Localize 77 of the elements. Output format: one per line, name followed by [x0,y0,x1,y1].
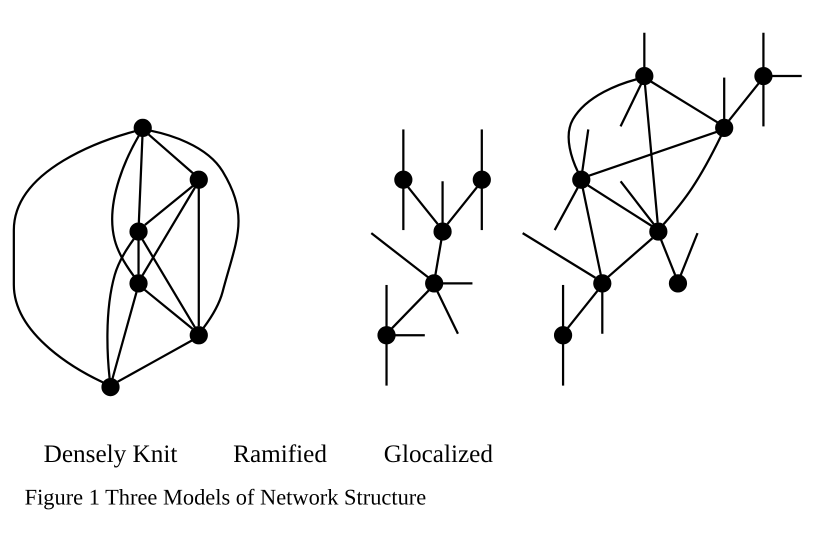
node-circle [472,170,491,189]
connector [442,282,472,285]
connector [568,78,637,172]
connector [601,292,604,334]
connector [620,83,642,127]
connector [644,84,659,223]
label: Ramified [233,440,327,468]
connector [106,238,135,379]
connector [12,130,135,384]
connector [441,181,444,223]
connector [436,290,459,334]
node-circle [101,378,120,396]
connector [660,239,676,276]
connector [728,82,760,122]
connector [662,136,722,226]
caption: Figure 1 Three Models of Network Structure [24,484,426,510]
node-circle [394,170,412,189]
connector [643,32,646,68]
connector [370,232,429,278]
connector [562,284,564,327]
node-circle [635,66,654,86]
connector [762,32,765,68]
connector [587,184,652,227]
connector [480,188,483,230]
connector [111,292,138,379]
node-circle [134,118,152,137]
connector [772,74,802,78]
connector [522,232,596,279]
connector [402,129,404,172]
node-circle [129,222,148,241]
node-circle [668,274,688,293]
connector [407,186,439,225]
connector [144,288,194,330]
connector [582,188,602,276]
node-circle [715,118,734,137]
connector [762,84,765,126]
connector [620,180,655,225]
connector [144,185,194,226]
connector [395,334,425,336]
connector [554,187,579,231]
connector [150,130,240,328]
connector [723,78,726,120]
connector [434,240,442,276]
node-circle [433,222,452,241]
connector [148,134,194,174]
node-circle [425,274,444,293]
node-circle [129,274,148,293]
connector [198,188,200,326]
node-circle [377,326,396,344]
label: Glocalized [384,440,493,468]
connector [581,129,590,172]
connector [402,188,404,230]
node-circle [190,326,208,344]
node-circle [593,274,612,293]
connector [111,135,140,277]
node-circle [190,170,208,189]
node-circle [754,66,773,86]
connector [680,232,699,276]
node-circle [572,170,590,189]
connector [138,136,144,224]
connector [142,239,196,328]
connector [567,290,598,328]
connector [607,237,654,278]
connector [588,130,717,177]
node-circle [554,326,572,344]
connector [117,340,192,383]
connector [137,240,140,274]
node-circle [649,222,668,241]
connector [480,129,483,172]
connector [446,186,478,225]
connector [391,290,430,330]
connector [385,284,388,327]
connector [141,187,196,276]
connector [650,80,718,124]
connector [562,344,564,386]
connector [385,344,388,386]
label: Densely Knit [44,440,178,468]
